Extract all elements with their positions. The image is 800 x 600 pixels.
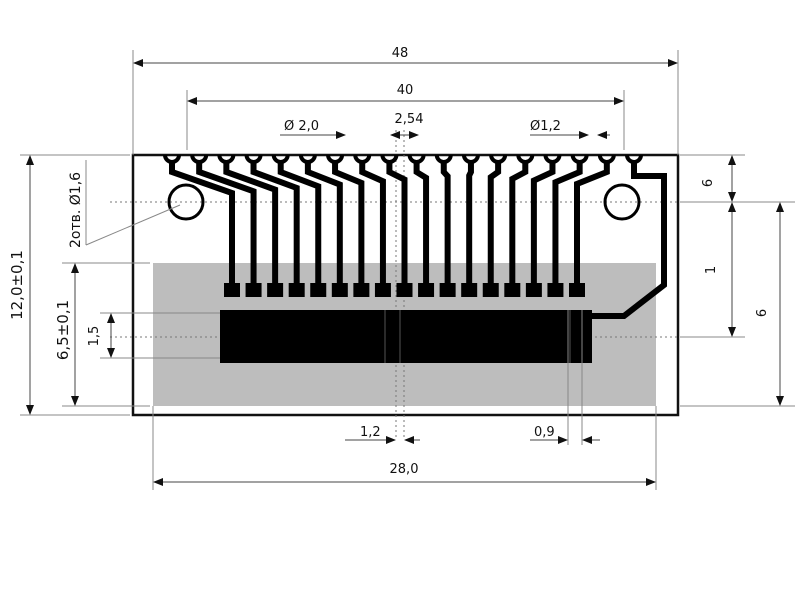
bottom-pad [525, 283, 542, 297]
trace [509, 162, 529, 290]
trace [413, 162, 430, 290]
trace [574, 162, 610, 290]
holes-note: 2отв. Ø1,6 [68, 172, 84, 248]
dim-height: 12,0±0,1 [8, 250, 26, 320]
leader-line [85, 204, 181, 246]
trace [304, 162, 343, 290]
bottom-pad [267, 283, 284, 297]
board-outline [131, 153, 680, 417]
bottom-pad [331, 283, 348, 297]
dim-window-height: 6,5±0,1 [54, 300, 72, 360]
dim-contact-height: 1,5 [87, 326, 102, 347]
bottom-pad [547, 283, 564, 297]
ground-trace [592, 162, 667, 319]
bottom-pad [461, 283, 478, 297]
bottom-pad [224, 283, 240, 297]
dim-right-total: 6 [755, 309, 770, 317]
dim-48: 48 [392, 46, 409, 61]
mounting-hole-left [167, 183, 205, 221]
contact-block [220, 310, 592, 363]
dim-small-diameter: Ø1,2 [530, 119, 561, 134]
trace [250, 162, 300, 290]
trace [359, 162, 386, 290]
bottom-pad [504, 283, 521, 297]
bottom-pad [482, 283, 499, 297]
dim-40: 40 [397, 83, 414, 98]
traces [163, 154, 667, 319]
bottom-pad [353, 283, 370, 297]
bottom-pad [288, 283, 305, 297]
trace [386, 162, 408, 290]
bottom-pad [374, 283, 391, 297]
trace [332, 162, 365, 290]
bottom-pad [418, 283, 435, 297]
dim-right-mid: 1 [704, 266, 719, 274]
trace [440, 162, 451, 290]
dim-window-width: 28,0 [390, 462, 419, 477]
trace [169, 162, 235, 290]
trace [196, 162, 257, 290]
trace [277, 162, 322, 290]
bottom-pad [439, 283, 456, 297]
dim-gap: 0,9 [534, 425, 555, 440]
trace [552, 162, 583, 290]
bottom-pad [310, 283, 327, 297]
bottom-pad [569, 283, 585, 297]
trace [530, 162, 556, 290]
mounting-hole-right [603, 183, 641, 221]
trace [487, 162, 502, 290]
bottom-pad [245, 283, 262, 297]
trace [223, 162, 279, 290]
dim-pitch: 2,54 [395, 112, 424, 127]
dim-pad-diameter: Ø 2,0 [284, 119, 319, 134]
bottom-pad [396, 283, 413, 297]
dim-right-top: 6 [701, 179, 716, 187]
dim-contact-width: 1,2 [360, 425, 381, 440]
trace [466, 162, 474, 290]
